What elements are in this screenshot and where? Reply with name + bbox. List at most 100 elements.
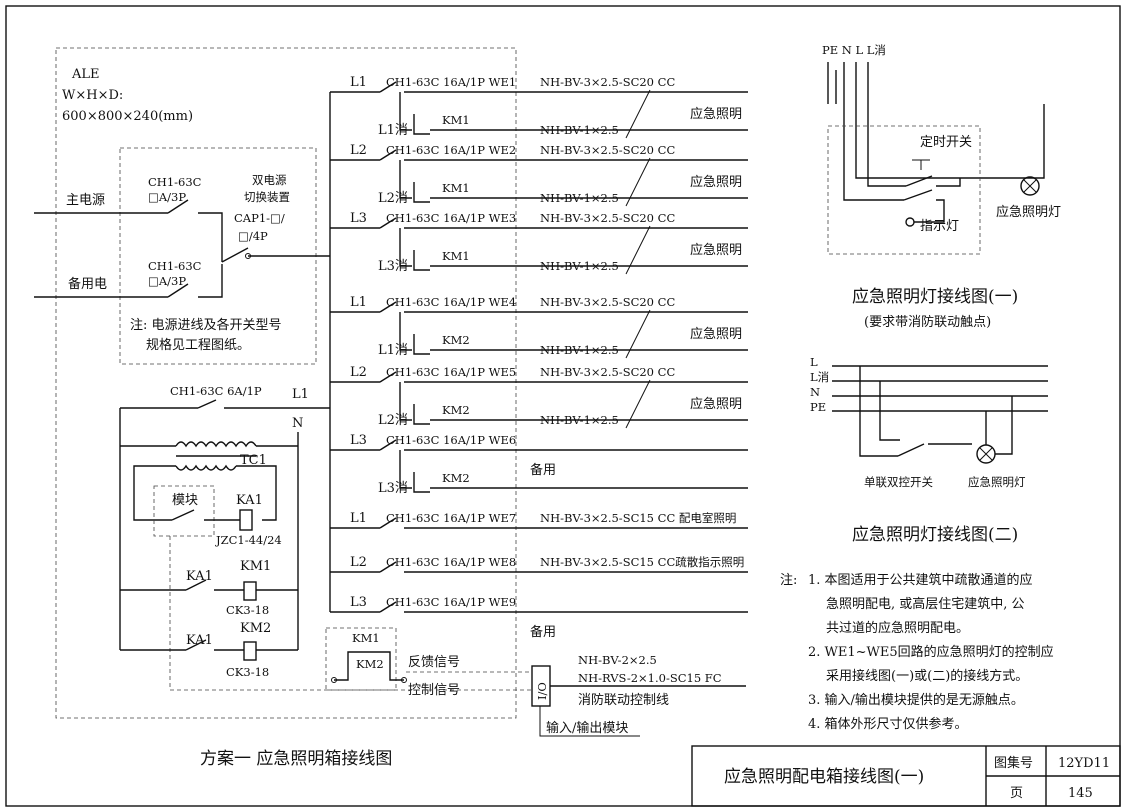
circuit-phase: L2 bbox=[350, 365, 367, 380]
feedback-terminal-a bbox=[331, 677, 337, 683]
circuit-cable-label: NH-BV-3×2.5-SC20 CC bbox=[540, 143, 675, 157]
d1-indicator-label: 指示灯 bbox=[920, 219, 959, 234]
km1-model: CK3-18 bbox=[226, 603, 269, 617]
circuit-fire-cable-label: NH-BV-1×2.5 bbox=[540, 191, 619, 205]
main-source-label: 主电源 bbox=[66, 193, 105, 208]
circuit-breaker-label: CH1-63C 16A/1P WE2 bbox=[386, 143, 516, 157]
circuit-fire-phase: L3消 bbox=[378, 259, 408, 274]
tc1-secondary-coil bbox=[175, 464, 237, 471]
d1-indicator-wire bbox=[903, 189, 945, 223]
circuit-cable-label: NH-BV-3×2.5-SC20 CC bbox=[540, 211, 675, 225]
circuit-breaker-label: CH1-63C 16A/1P WE4 bbox=[386, 295, 516, 309]
d2-lfire-label: L消 bbox=[810, 370, 829, 384]
circuit-phase: L1 bbox=[350, 75, 367, 90]
scheme-title: 方案一 应急照明箱接线图 bbox=[200, 749, 392, 769]
d1-lamp-label: 应急照明灯 bbox=[996, 204, 1061, 220]
km2-model: CK3-18 bbox=[226, 665, 269, 679]
ats-rating: □/4P bbox=[238, 229, 268, 243]
d1-timer-contact bbox=[905, 175, 961, 187]
circuit-main-wire bbox=[330, 601, 748, 613]
main-switch-rating: □A/3P bbox=[148, 190, 186, 204]
circuit-fire-wire bbox=[399, 92, 748, 135]
tc1-primary-coil bbox=[175, 441, 257, 448]
ka1-relay-model: JZC1-44/24 bbox=[215, 533, 282, 547]
d1-timer-symbol bbox=[912, 159, 930, 170]
signal-lines bbox=[170, 671, 532, 691]
box-dims-value: 600×800×240(mm) bbox=[62, 109, 193, 124]
atlas-label: 图集号 bbox=[994, 755, 1033, 771]
circuit-bundle-mark bbox=[625, 309, 651, 359]
d1-emergency-lamp bbox=[1020, 176, 1040, 196]
title-block-grid bbox=[985, 746, 1120, 806]
circuit-bundle-mark bbox=[625, 379, 651, 429]
fire-link-label: 消防联动控制线 bbox=[578, 692, 669, 708]
circuit-cable-label: NH-BV-3×2.5-SC20 CC bbox=[540, 295, 675, 309]
backup-switch-model: CH1-63C bbox=[148, 259, 202, 273]
circuit-main-wire bbox=[330, 517, 748, 529]
note-line-3: 共过道的应急照明配电。 bbox=[826, 620, 969, 636]
note-line-6: 3. 输入/输出模块提供的是无源触点。 bbox=[808, 692, 1024, 708]
circuit-phase: L3 bbox=[350, 211, 367, 226]
ka1-contact-a-label: KA1 bbox=[186, 569, 213, 584]
d2-switch-label: 单联双控开关 bbox=[864, 475, 933, 489]
circuit-main-wire bbox=[330, 439, 748, 451]
d1-indicator-lamp bbox=[905, 217, 915, 227]
circuit-bundle-mark bbox=[625, 89, 651, 139]
d1-subtitle: (要求带消防联动触点) bbox=[864, 314, 991, 330]
backup-switch-rating: □A/3P bbox=[148, 274, 186, 288]
circuit-fire-cable-label: NH-BV-1×2.5 bbox=[540, 259, 619, 273]
circuit-fire-cable-label: NH-BV-1×2.5 bbox=[540, 123, 619, 137]
km2-coil bbox=[243, 641, 257, 661]
circuit-fire-wire bbox=[399, 312, 748, 355]
d2-switch bbox=[897, 443, 972, 457]
feeder-circuit: L3 CH1-63C 16A/1P WE3 NH-BV-3×2.5-SC20 CC L… bbox=[330, 211, 748, 275]
circuit-contact-label: KM1 bbox=[442, 249, 470, 263]
circuit-main-wire bbox=[330, 301, 748, 313]
circuit-fire-phase: L1消 bbox=[378, 123, 408, 138]
circuit-main-wire bbox=[330, 81, 748, 93]
circuit-phase: L1 bbox=[350, 295, 367, 310]
circuit-load-label: 备用 bbox=[530, 462, 556, 478]
circuit-contact-label: KM2 bbox=[442, 333, 470, 347]
circuit-cable-label: NH-BV-3×2.5-SC20 CC bbox=[540, 365, 675, 379]
backup-source-label: 备用电 bbox=[68, 276, 107, 292]
circuit-fire-phase: L1消 bbox=[378, 343, 408, 358]
tc1-secondary-wire bbox=[133, 465, 277, 521]
ka1-contact-b-label: KA1 bbox=[186, 633, 213, 648]
cable-label-1: NH-BV-2×2.5 bbox=[578, 653, 657, 667]
circuit-breaker-label: CH1-63C 16A/1P WE9 bbox=[386, 595, 516, 609]
circuit-phase: L2 bbox=[350, 143, 367, 158]
ctrl-supply-wire bbox=[120, 399, 330, 409]
km2-label: KM2 bbox=[240, 621, 271, 636]
note-line-5: 采用接线图(一)或(二)的接线方式。 bbox=[826, 668, 1028, 684]
d2-bus-lines bbox=[832, 365, 1048, 412]
page-value: 145 bbox=[1068, 786, 1093, 801]
circuit-phase: L3 bbox=[350, 433, 367, 448]
feeder-circuit: L1 CH1-63C 16A/1P WE4 NH-BV-3×2.5-SC20 CC L… bbox=[330, 295, 748, 359]
circuit-load-label: 应急照明 bbox=[690, 396, 742, 412]
circuit-breaker-label: CH1-63C 16A/1P WE5 bbox=[386, 365, 516, 379]
circuit-phase: L3 bbox=[350, 595, 367, 610]
circuit-bundle-mark bbox=[625, 157, 651, 207]
circuit-breaker-label: CH1-63C 16A/1P WE3 bbox=[386, 211, 516, 225]
d2-lamp-label: 应急照明灯 bbox=[968, 475, 1026, 489]
backup-feed-wire bbox=[34, 264, 223, 298]
d1-timer-label: 定时开关 bbox=[920, 135, 972, 150]
note-line-4: 2. WE1~WE5回路的应急照明灯的控制应 bbox=[808, 644, 1054, 660]
control-signal-label: 控制信号 bbox=[408, 683, 460, 698]
d2-title: 应急照明灯接线图(二) bbox=[852, 525, 1018, 545]
d2-pe-label: PE bbox=[810, 400, 826, 414]
box-dims-label: W×H×D: bbox=[62, 88, 123, 103]
circuit-cable-label: NH-BV-3×2.5-SC15 CC 配电室照明 bbox=[540, 511, 736, 525]
main-feed-wire bbox=[34, 199, 223, 248]
km2-coil-circuit bbox=[120, 639, 298, 651]
circuit-fire-cable-label: NH-BV-1×2.5 bbox=[540, 343, 619, 357]
circuit-main-wire bbox=[330, 217, 748, 229]
